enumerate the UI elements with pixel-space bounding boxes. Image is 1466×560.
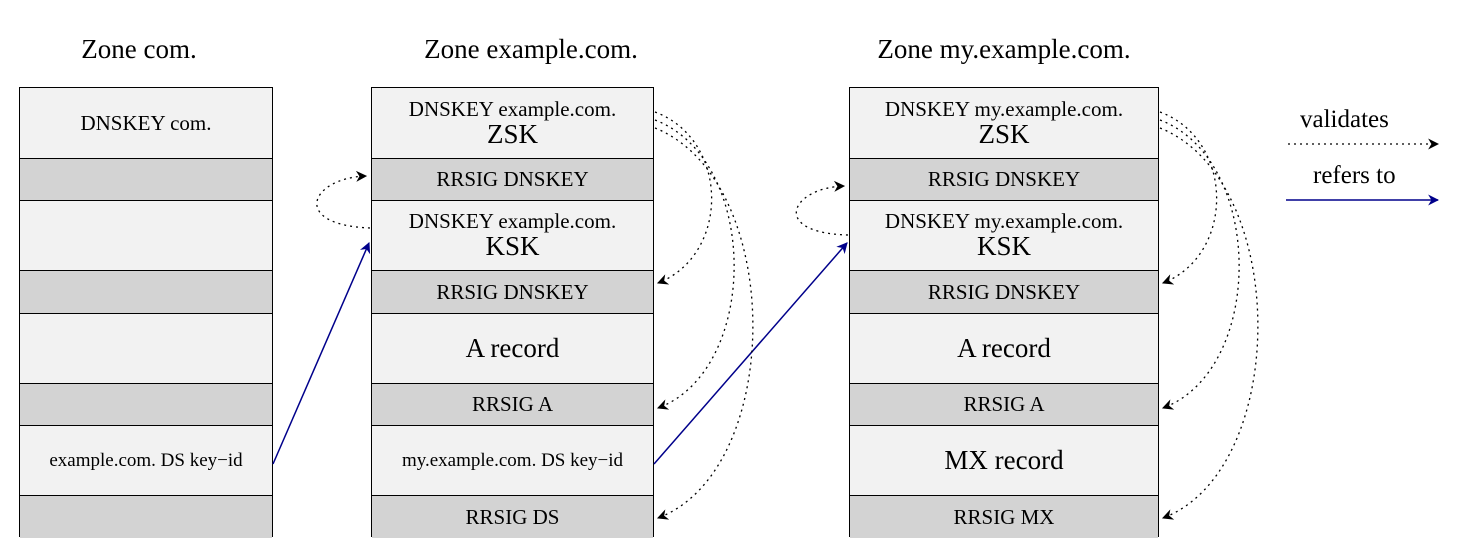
empty-row [20, 383, 272, 425]
ksk-validates-dnskey-arrow [795, 180, 849, 236]
zsk-validates-rrsig-dnskey-arrow [654, 111, 713, 285]
zone-example-com-box: DNSKEY example.com. ZSK RRSIG DNSKEY DNS… [371, 87, 654, 538]
rrsig-dnskey-label: RRSIG DNSKEY [436, 167, 589, 191]
ds-my-example-com-label: my.example.com. DS key−id [401, 449, 624, 471]
zsk-validates-rrsig-mx-arrow [1159, 127, 1259, 520]
legend-validates-label: validates [1300, 106, 1389, 133]
rrsig-mx-row: RRSIG MX [850, 495, 1158, 538]
dnskey-zsk-label: DNSKEY example.com. [408, 96, 617, 121]
zsk-validates-rrsig-dnskey-arrow [1159, 111, 1218, 285]
ds-refers-to-ksk-arrow [653, 242, 848, 465]
dnskey-ksk-row: DNSKEY my.example.com. KSK [850, 200, 1158, 270]
rrsig-dnskey-row: RRSIG DNSKEY [850, 270, 1158, 313]
rrsig-mx-label: RRSIG MX [953, 504, 1055, 529]
empty-row [20, 495, 272, 538]
dnskey-com-label: DNSKEY com. [80, 110, 212, 135]
zsk-label: ZSK [486, 118, 538, 149]
ds-example-com-label: example.com. DS key−id [49, 449, 243, 471]
ds-example-com-row: example.com. DS key−id [20, 425, 272, 495]
zone-com-box: DNSKEY com. example.com. DS key−id [19, 87, 273, 538]
rrsig-dnskey-row: RRSIG DNSKEY [372, 270, 653, 313]
rrsig-a-label: RRSIG A [963, 392, 1045, 416]
legend-refers-to-label: refers to [1313, 162, 1396, 189]
mx-record-row: MX record [850, 425, 1158, 495]
zone-my-example-com-box: DNSKEY my.example.com. ZSK RRSIG DNSKEY … [849, 87, 1159, 538]
zsk-validates-rrsig-a-arrow [1159, 119, 1240, 410]
empty-row [20, 158, 272, 200]
rrsig-dnskey-label: RRSIG DNSKEY [927, 167, 1081, 191]
empty-row [20, 313, 272, 383]
rrsig-a-label: RRSIG A [471, 392, 554, 416]
rrsig-dnskey-label: RRSIG DNSKEY [927, 279, 1081, 304]
rrsig-dnskey-row: RRSIG DNSKEY [850, 158, 1158, 200]
zsk-label: ZSK [978, 118, 1030, 149]
dnskey-ksk-label: DNSKEY my.example.com. [884, 209, 1124, 234]
zsk-validates-rrsig-a-arrow [654, 119, 735, 410]
a-record-label: A record [465, 333, 560, 363]
dnskey-com-row: DNSKEY com. [20, 88, 272, 158]
ksk-label: KSK [976, 231, 1031, 262]
rrsig-ds-row: RRSIG DS [372, 495, 653, 538]
rrsig-a-row: RRSIG A [850, 383, 1158, 425]
dnskey-zsk-row: DNSKEY my.example.com. ZSK [850, 88, 1158, 158]
empty-row [20, 200, 272, 270]
ds-refers-to-ksk-arrow [272, 241, 371, 465]
a-record-row: A record [372, 313, 653, 383]
zone-my-example-com-title: Zone my.example.com. [877, 34, 1131, 64]
a-record-label: A record [957, 333, 1051, 363]
ds-my-example-com-row: my.example.com. DS key−id [372, 425, 653, 495]
rrsig-a-row: RRSIG A [372, 383, 653, 425]
zsk-validates-rrsig-ds-arrow [654, 127, 754, 520]
dnskey-zsk-label: DNSKEY my.example.com. [884, 96, 1124, 121]
zone-example-com-title: Zone example.com. [424, 34, 638, 64]
dnskey-ksk-label: DNSKEY example.com. [408, 209, 617, 234]
dnskey-zsk-row: DNSKEY example.com. ZSK [372, 88, 653, 158]
rrsig-dnskey-row: RRSIG DNSKEY [372, 158, 653, 200]
rrsig-ds-label: RRSIG DS [465, 504, 560, 529]
dnskey-ksk-row: DNSKEY example.com. KSK [372, 200, 653, 270]
a-record-row: A record [850, 313, 1158, 383]
empty-row [20, 270, 272, 313]
zone-com-title: Zone com. [81, 34, 197, 64]
ksk-label: KSK [485, 231, 540, 262]
ksk-validates-dnskey-arrow [316, 170, 371, 229]
rrsig-dnskey-label: RRSIG DNSKEY [436, 279, 589, 304]
mx-record-label: MX record [944, 445, 1064, 475]
